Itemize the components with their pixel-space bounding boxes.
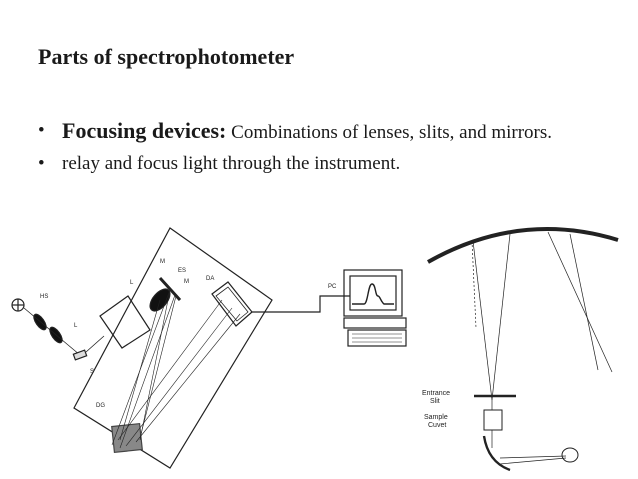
label-es: ES bbox=[178, 268, 186, 274]
detector-array bbox=[211, 281, 253, 327]
sample bbox=[72, 349, 88, 361]
optical-labels: Entrance Slit Sample Cuvet bbox=[422, 390, 450, 429]
bullet-dot: • bbox=[38, 120, 45, 141]
bullet-lead: Focusing devices: bbox=[62, 118, 227, 143]
label-slit: Slit bbox=[430, 398, 440, 405]
pc-monitor bbox=[343, 269, 403, 317]
bullet-text: Combinations of lenses, slits, and mirro… bbox=[226, 122, 553, 143]
label-l: L bbox=[74, 323, 78, 329]
spectrophotometer-schematic bbox=[11, 227, 407, 469]
bullet-text: relay and focus light through the instru… bbox=[62, 153, 401, 174]
label-hs: HS bbox=[40, 294, 48, 300]
label-cuvet: Cuvet bbox=[428, 422, 446, 429]
label-s: S bbox=[90, 369, 94, 375]
optical-path-diagram bbox=[427, 227, 619, 472]
sample-cuvet bbox=[483, 409, 503, 431]
external-lens bbox=[33, 313, 47, 331]
bullet-item: • relay and focus light through the inst… bbox=[38, 151, 598, 177]
label-dg: DG bbox=[96, 403, 105, 409]
entrance-tube bbox=[99, 295, 151, 349]
schematic-labels: HS L L M M ES DA S DG PC bbox=[40, 259, 337, 409]
label-m: M bbox=[184, 279, 189, 285]
light-source bbox=[561, 447, 579, 463]
label-sample: Sample bbox=[424, 414, 448, 421]
spectrum-trace bbox=[352, 283, 394, 305]
label-entrance: Entrance bbox=[422, 390, 450, 397]
mirror bbox=[158, 276, 182, 302]
focusing-mirror bbox=[482, 435, 511, 472]
bullet-list: • Focusing devices: Combinations of lens… bbox=[38, 118, 598, 182]
instrument-housing bbox=[73, 227, 273, 469]
bullet-item: • Focusing devices: Combinations of lens… bbox=[38, 118, 598, 146]
label-m: M bbox=[160, 259, 165, 265]
label-l: L bbox=[130, 280, 134, 286]
bullet-dot: • bbox=[38, 153, 45, 174]
concave-mirror bbox=[427, 227, 619, 264]
slide-title: Parts of spectrophotometer bbox=[38, 44, 295, 69]
label-da: DA bbox=[206, 276, 214, 282]
pc-cable bbox=[252, 295, 350, 313]
label-pc: PC bbox=[328, 284, 337, 290]
